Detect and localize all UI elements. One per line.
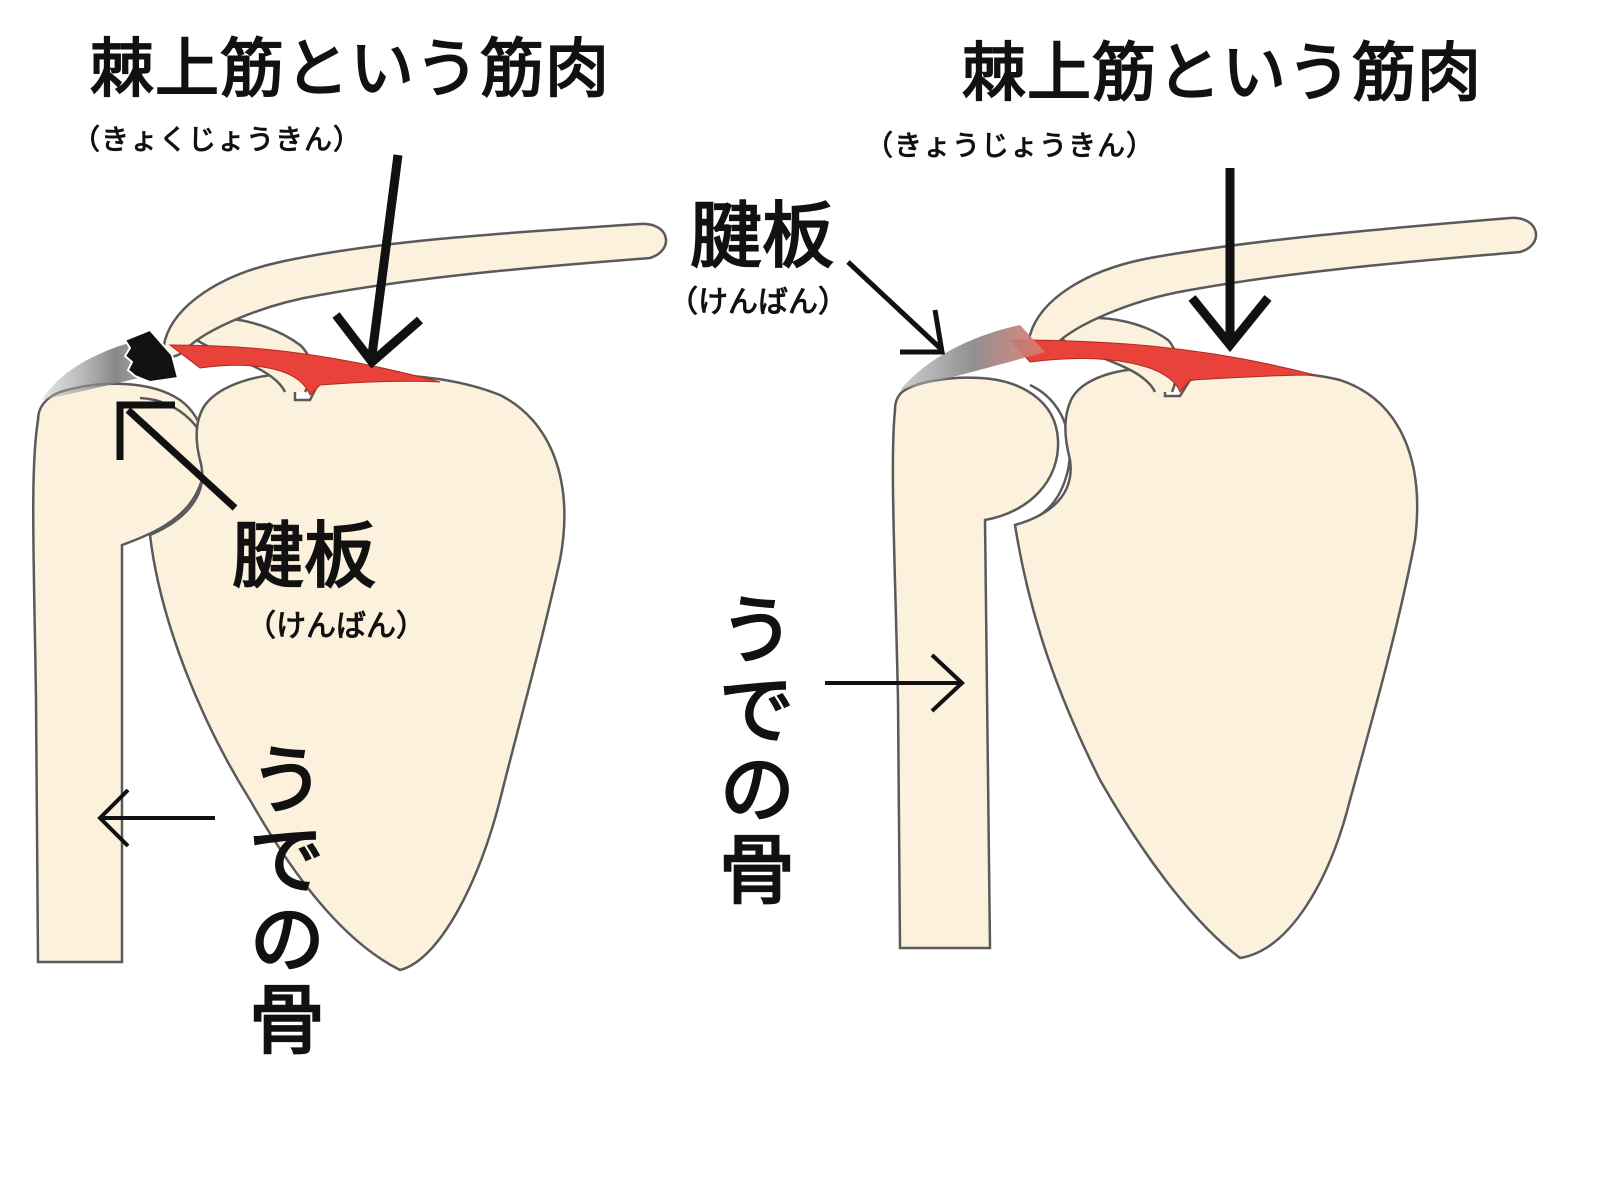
right-scapula — [1013, 367, 1419, 960]
right-tendon-arrow — [846, 260, 942, 350]
left-tendon-reading: （けんばん） — [246, 609, 426, 644]
left-supraspinatus-muscle — [168, 344, 441, 396]
left-shoulder-drawing — [31, 154, 668, 972]
left-title-reading: （きょくじょうきん） — [72, 123, 363, 156]
left-tendon-label: 腱板 — [232, 514, 377, 598]
right-title: 棘上筋という筋肉 — [962, 37, 1482, 111]
left-clavicle — [162, 222, 668, 358]
right-title-reading: （きょうじょうきん） — [865, 129, 1156, 162]
right-humerus — [891, 376, 1060, 950]
left-arm-bone-label: うでの骨 — [236, 740, 325, 1060]
right-shoulder-drawing — [825, 168, 1538, 960]
right-supraspinatus-muscle — [1008, 339, 1316, 393]
right-tendon-fibers — [900, 325, 1045, 390]
left-tendon-arrow — [125, 407, 238, 511]
left-scapula — [148, 373, 566, 972]
right-tendon-label: 腱板 — [690, 194, 835, 278]
left-tendon-tear — [123, 328, 180, 384]
right-tendon-reading: （けんばん） — [668, 285, 848, 320]
left-muscle-arrow — [367, 154, 403, 356]
right-arm-bone-label: うでの骨 — [706, 590, 795, 910]
left-title: 棘上筋という筋肉 — [90, 33, 610, 107]
right-clavicle — [1027, 216, 1538, 353]
left-humerus — [31, 382, 208, 964]
